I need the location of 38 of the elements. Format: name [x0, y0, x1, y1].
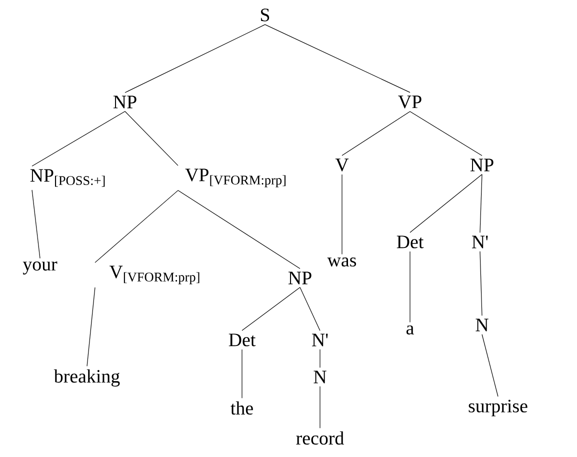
tree-label: your — [22, 261, 58, 274]
tree-label: VP$_{[VFORM:prp]}$ — [185, 168, 286, 188]
tree-branch — [480, 251, 482, 316]
tree-label: the — [230, 401, 253, 415]
tree-branch — [178, 190, 300, 269]
tree-label: S — [261, 8, 270, 22]
tree-branch — [410, 174, 482, 233]
tree-branch — [242, 287, 300, 331]
tree-label: N' — [312, 334, 328, 346]
tree-label: breaking — [54, 369, 120, 387]
tree-branch — [264, 24, 410, 93]
tree-branch — [342, 111, 410, 156]
tree-label: a — [406, 325, 414, 335]
tree-branch — [86, 287, 96, 366]
tree-label: N' — [472, 236, 488, 248]
tree-label: was — [327, 257, 356, 267]
tree-label: Det — [228, 334, 256, 346]
tree-label: Det — [396, 236, 424, 248]
tree-branch — [124, 24, 266, 93]
tree-label: NP$_{[POSS:+]}$ — [30, 169, 105, 187]
tree-branch — [300, 287, 320, 331]
tree-label: record — [296, 431, 344, 445]
tree-label: V — [335, 158, 349, 172]
tree-label: surprise — [468, 400, 528, 416]
tree-label: NP — [470, 158, 494, 172]
tree-branch — [32, 111, 126, 166]
tree-label: N — [476, 318, 488, 332]
tree-label: V$_{[VFORM:prp]}$ — [110, 266, 200, 284]
tree-branch — [410, 111, 482, 156]
tree-label: NP — [288, 272, 312, 284]
tree-branch — [94, 190, 178, 263]
tree-branch — [124, 111, 178, 166]
tree-label: N — [314, 370, 326, 384]
tree-branch — [480, 174, 482, 233]
tree-label: VP — [398, 96, 422, 108]
tree-branch — [482, 334, 498, 397]
tree-branch — [32, 190, 40, 259]
tree-label: NP — [113, 96, 136, 108]
